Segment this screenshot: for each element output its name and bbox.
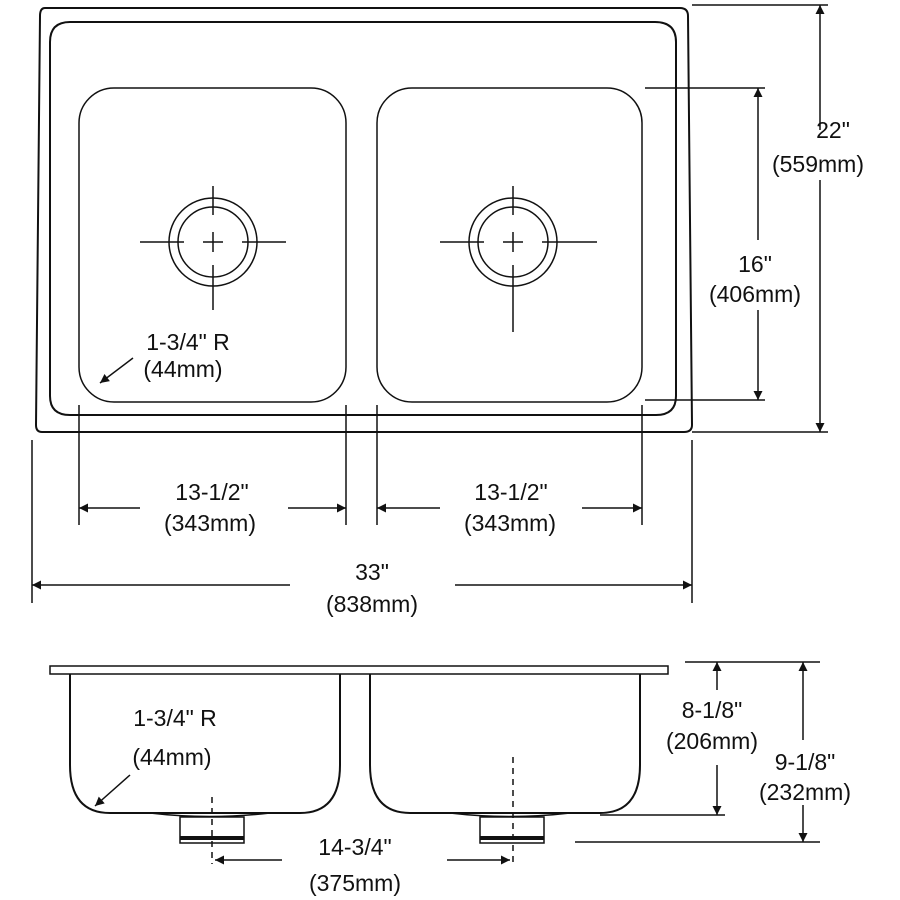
- top-view: 1-3/4" R (44mm) 22" (559mm) 16" (406mm) …: [31, 4, 864, 617]
- right-drain: [440, 186, 597, 332]
- overall-width-imperial: 33": [355, 559, 389, 585]
- overall-height-imperial: 9-1/8": [775, 749, 836, 775]
- left-drain: [140, 186, 286, 310]
- side-right-bowl: [369, 674, 641, 814]
- left-width-imperial: 13-1/2": [175, 479, 248, 505]
- left-bowl: [78, 87, 347, 403]
- top-radius-imperial: 1-3/4" R: [146, 329, 230, 355]
- top-radius-metric: (44mm): [143, 356, 222, 382]
- right-width-metric: (343mm): [464, 510, 556, 536]
- right-bowl: [376, 87, 643, 403]
- inner-rim: [49, 21, 677, 416]
- bowl-depth-imperial: 16": [738, 251, 772, 277]
- overall-width-metric: (838mm): [326, 591, 418, 617]
- right-width-imperial: 13-1/2": [474, 479, 547, 505]
- bowl-depth-side-metric: (206mm): [666, 728, 758, 754]
- bowl-depth-side-imperial: 8-1/8": [682, 697, 743, 723]
- side-radius-metric: (44mm): [132, 744, 211, 770]
- drain-spacing-imperial: 14-3/4": [318, 834, 391, 860]
- side-left-bowl: [69, 674, 341, 814]
- left-width-metric: (343mm): [164, 510, 256, 536]
- outer-rim: [34, 7, 694, 433]
- side-view: 14-3/4" (375mm) 1-3/4" R (44mm) 8-1/8" (…: [49, 661, 851, 896]
- bowl-depth-metric: (406mm): [709, 281, 801, 307]
- side-radius-imperial: 1-3/4" R: [133, 705, 217, 731]
- overall-depth-metric: (559mm): [772, 151, 864, 177]
- drain-spacing-metric: (375mm): [309, 870, 401, 896]
- side-rim: [49, 665, 669, 675]
- overall-depth-imperial: 22": [816, 117, 850, 143]
- overall-height-metric: (232mm): [759, 779, 851, 805]
- side-right-drain: [479, 816, 545, 844]
